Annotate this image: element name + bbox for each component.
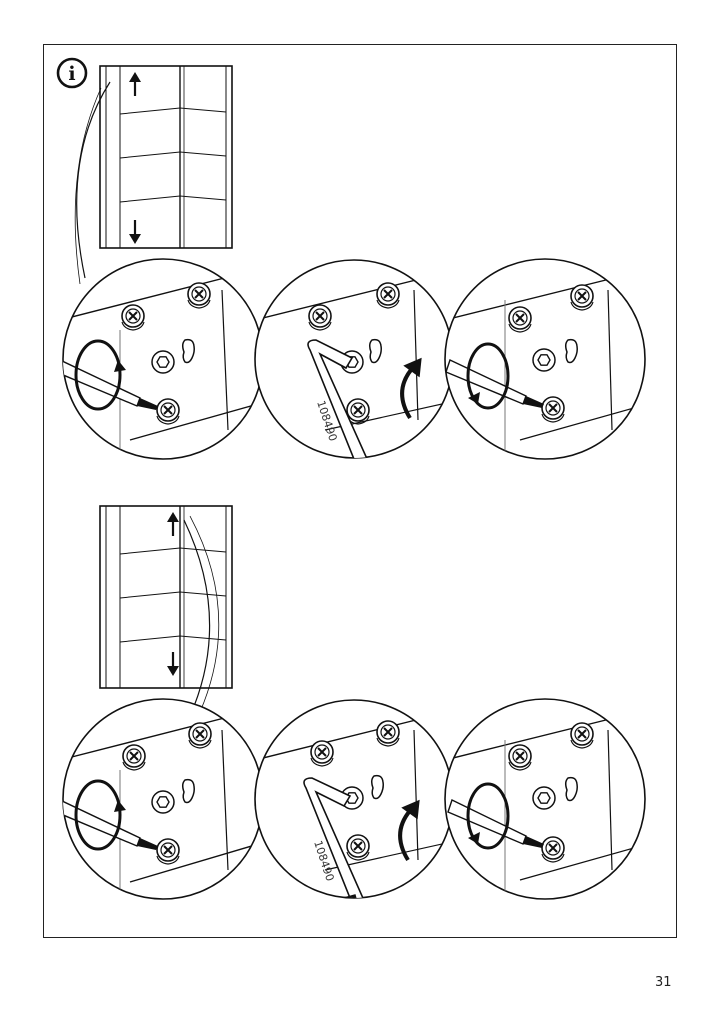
instruction-frame <box>43 44 677 938</box>
detail-circle-3 <box>444 258 646 460</box>
arrow-up-icon <box>167 512 179 536</box>
arrow-up-icon <box>129 72 141 96</box>
callout-line <box>74 87 102 285</box>
callout-line <box>76 81 111 279</box>
detail-circle-5: 108490 <box>254 699 454 899</box>
detail-circle-1 <box>62 258 264 460</box>
arrow-down-icon <box>129 220 141 244</box>
callout-line <box>189 515 220 713</box>
detail-circle-2: 108490 <box>254 259 454 459</box>
detail-circle-6 <box>444 698 646 900</box>
info-icon-glyph: i <box>68 63 75 85</box>
info-icon: i <box>56 57 88 89</box>
arrow-down-icon <box>167 652 179 676</box>
cabinet-bottom <box>99 505 233 689</box>
cabinet-top <box>99 65 233 249</box>
page-number: 31 <box>655 975 672 990</box>
detail-circle-4 <box>62 698 264 900</box>
callout-line <box>183 519 211 717</box>
